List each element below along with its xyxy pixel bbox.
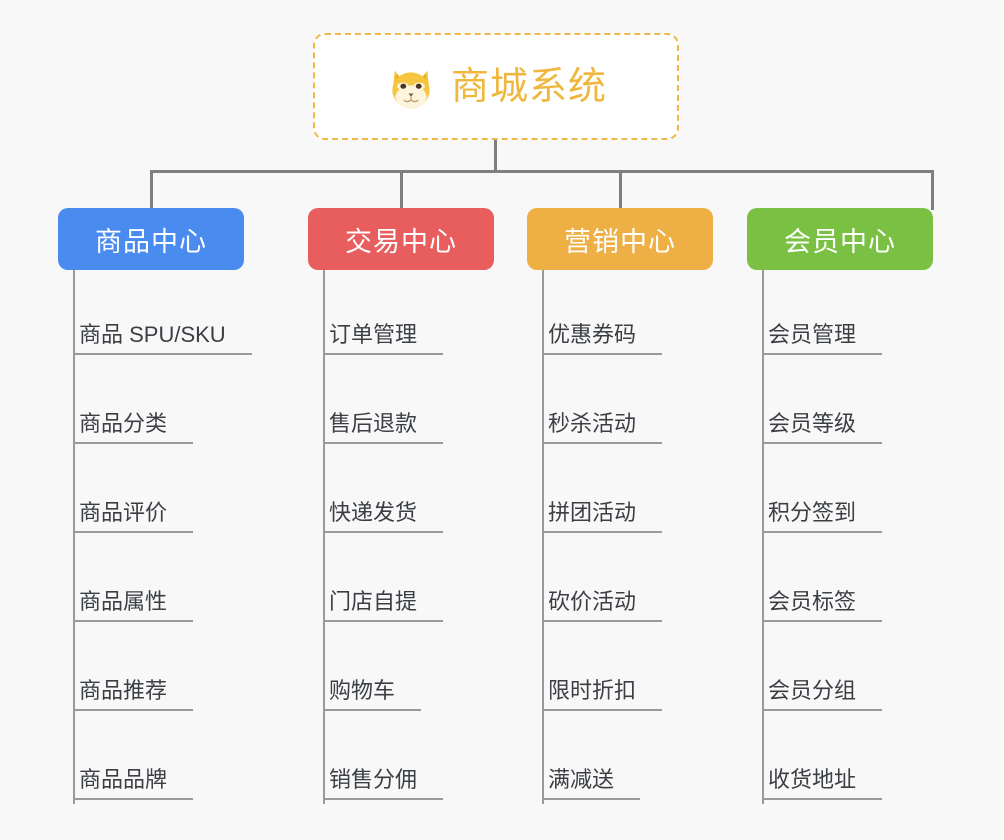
root-title: 商城系统 (450, 65, 607, 108)
leaf-label: 购物车 (323, 678, 422, 711)
leaf-rail (762, 270, 764, 804)
leaf-label: 销售分佣 (323, 767, 444, 800)
list-item[interactable]: 优惠券码 (542, 270, 713, 359)
list-item[interactable]: 秒杀活动 (542, 359, 713, 448)
leaf-rail (323, 270, 325, 804)
leaf-list-trade-center: 订单管理 售后退款 快递发货 门店自提 购物车 销售分佣 (323, 270, 494, 804)
list-item[interactable]: 订单管理 (323, 270, 494, 359)
list-item[interactable]: 商品分类 (73, 359, 244, 448)
list-item[interactable]: 商品 SPU/SKU (73, 270, 252, 359)
column-header-product-center[interactable]: 商品中心 (58, 208, 244, 270)
leaf-label: 商品 SPU/SKU (73, 322, 252, 355)
list-item[interactable]: 拼团活动 (542, 448, 713, 537)
list-item[interactable]: 积分签到 (762, 448, 933, 537)
leaf-label: 会员标签 (762, 589, 883, 622)
list-item[interactable]: 商品属性 (73, 537, 244, 626)
connector-root-stem (494, 140, 497, 172)
leaf-label: 会员管理 (762, 322, 883, 355)
leaf-list-member-center: 会员管理 会员等级 积分签到 会员标签 会员分组 收货地址 (762, 270, 933, 804)
leaf-label: 积分签到 (762, 500, 883, 533)
leaf-label: 商品推荐 (73, 678, 194, 711)
leaf-label: 优惠券码 (542, 322, 663, 355)
list-item[interactable]: 商品品牌 (73, 715, 244, 804)
leaf-label: 商品属性 (73, 589, 194, 622)
root-node[interactable]: 商城系统 (313, 33, 679, 140)
connector-drop-3 (619, 170, 622, 210)
list-item[interactable]: 收货地址 (762, 715, 933, 804)
column-product-center: 商品中心 商品 SPU/SKU 商品分类 商品评价 商品属性 商品推荐 商品品牌 (58, 208, 252, 804)
leaf-label: 订单管理 (323, 322, 444, 355)
list-item[interactable]: 快递发货 (323, 448, 494, 537)
leaf-list-product-center: 商品 SPU/SKU 商品分类 商品评价 商品属性 商品推荐 商品品牌 (73, 270, 252, 804)
leaf-label: 快递发货 (323, 500, 444, 533)
connector-drop-1 (150, 170, 153, 210)
list-item[interactable]: 购物车 (323, 626, 494, 715)
list-item[interactable]: 限时折扣 (542, 626, 713, 715)
column-marketing-center: 营销中心 优惠券码 秒杀活动 拼团活动 砍价活动 限时折扣 满减送 (527, 208, 713, 804)
leaf-label: 砍价活动 (542, 589, 663, 622)
leaf-label: 商品分类 (73, 411, 194, 444)
leaf-label: 会员分组 (762, 678, 883, 711)
leaf-label: 门店自提 (323, 589, 444, 622)
leaf-label: 收货地址 (762, 767, 883, 800)
column-header-member-center[interactable]: 会员中心 (747, 208, 933, 270)
list-item[interactable]: 会员管理 (762, 270, 933, 359)
column-member-center: 会员中心 会员管理 会员等级 积分签到 会员标签 会员分组 收货地址 (747, 208, 933, 804)
list-item[interactable]: 砍价活动 (542, 537, 713, 626)
list-item[interactable]: 销售分佣 (323, 715, 494, 804)
list-item[interactable]: 会员等级 (762, 359, 933, 448)
list-item[interactable]: 会员标签 (762, 537, 933, 626)
connector-horizontal-bar (150, 170, 934, 173)
column-trade-center: 交易中心 订单管理 售后退款 快递发货 门店自提 购物车 销售分佣 (308, 208, 494, 804)
column-header-trade-center[interactable]: 交易中心 (308, 208, 494, 270)
leaf-label: 秒杀活动 (542, 411, 663, 444)
leaf-rail (73, 270, 75, 804)
connector-drop-2 (400, 170, 403, 210)
leaf-label: 满减送 (542, 767, 641, 800)
leaf-rail (542, 270, 544, 804)
list-item[interactable]: 售后退款 (323, 359, 494, 448)
list-item[interactable]: 满减送 (542, 715, 713, 804)
list-item[interactable]: 门店自提 (323, 537, 494, 626)
leaf-label: 售后退款 (323, 411, 444, 444)
leaf-list-marketing-center: 优惠券码 秒杀活动 拼团活动 砍价活动 限时折扣 满减送 (542, 270, 713, 804)
leaf-label: 商品品牌 (73, 767, 194, 800)
shiba-dog-face-emoji (385, 61, 437, 113)
list-item[interactable]: 商品评价 (73, 448, 244, 537)
leaf-label: 商品评价 (73, 500, 194, 533)
list-item[interactable]: 商品推荐 (73, 626, 244, 715)
connector-drop-4 (931, 170, 934, 210)
leaf-label: 会员等级 (762, 411, 883, 444)
column-header-marketing-center[interactable]: 营销中心 (527, 208, 713, 270)
leaf-label: 拼团活动 (542, 500, 663, 533)
list-item[interactable]: 会员分组 (762, 626, 933, 715)
leaf-label: 限时折扣 (542, 678, 663, 711)
